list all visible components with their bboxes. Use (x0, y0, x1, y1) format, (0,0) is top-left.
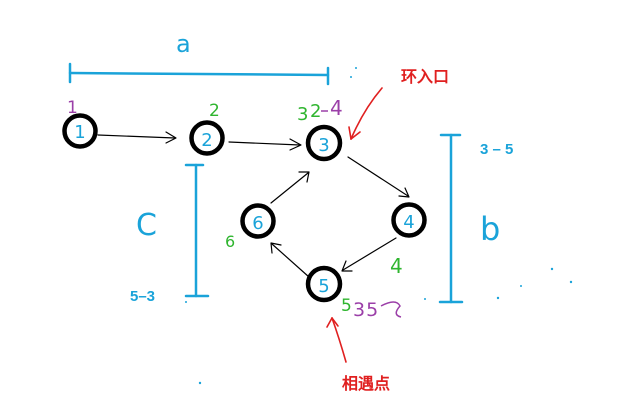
edge-3-4 (347, 156, 410, 198)
node-1-label: 1 (74, 122, 85, 143)
n3-steps-dash: 2 (310, 101, 321, 122)
meeting-point-arrow (326, 317, 347, 363)
node-6: 6 (240, 203, 276, 239)
a-bracket (68, 62, 330, 86)
edge-2-3 (228, 138, 302, 151)
n2-step: 2 (209, 101, 220, 121)
n3-steps-purple: 4 (330, 96, 343, 120)
edges (97, 131, 410, 278)
node-5: 5 (305, 265, 343, 303)
node-2: 2 (189, 120, 225, 156)
meeting-point-label: 相遇点 (342, 374, 390, 393)
c-bracket (184, 163, 210, 298)
label-c: C (136, 208, 157, 243)
n5-squiggle (380, 301, 402, 318)
n1-step: 1 (67, 98, 78, 118)
n5-steps-green: 5 (341, 296, 352, 316)
edge-5-6 (270, 242, 310, 278)
node-5-label: 5 (318, 276, 329, 297)
n6-step: 6 (225, 232, 235, 251)
edge-4-5 (341, 237, 397, 272)
loop-entry-label: 环入口 (401, 67, 449, 86)
stray-dots (185, 67, 573, 385)
loop-entry-arrow (348, 87, 383, 140)
b-bracket (438, 133, 464, 304)
node-3: 3 (305, 124, 343, 162)
n3-steps-green: 3 (297, 104, 308, 125)
node-3-label: 3 (318, 135, 329, 156)
n4-step: 4 (390, 254, 403, 278)
label-b: b (480, 210, 500, 248)
n5-steps-rest: 35 (353, 299, 379, 321)
c-formula: 5–3 (130, 288, 155, 305)
node-6-label: 6 (252, 213, 263, 234)
label-a: a (176, 30, 191, 58)
node-1: 1 (62, 113, 98, 149)
node-2-label: 2 (201, 130, 212, 151)
b-formula: 3 – 5 (480, 141, 513, 158)
edge-1-2 (97, 131, 177, 144)
node-4-label: 4 (403, 212, 414, 233)
edge-6-3 (270, 171, 310, 204)
node-4: 4 (391, 202, 427, 238)
